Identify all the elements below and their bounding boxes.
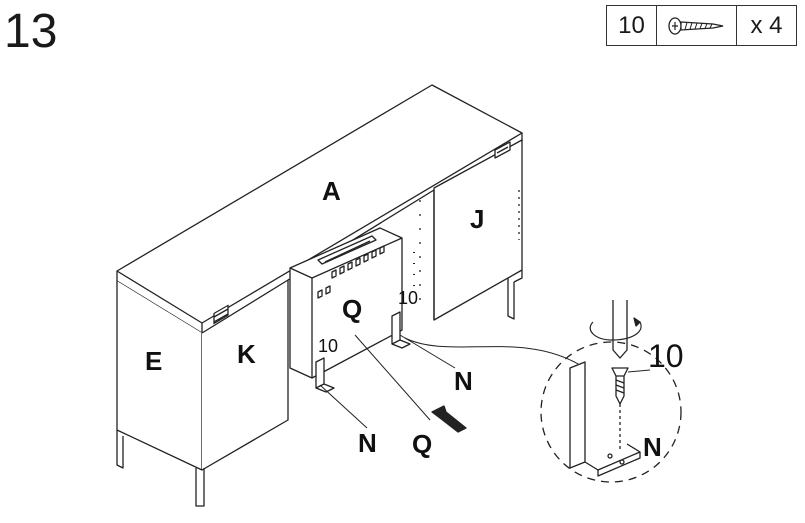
label-screw-detail: 10 (648, 338, 684, 374)
vent-slots (317, 245, 385, 299)
part-id: 10 (607, 6, 657, 45)
quantity: x 4 (750, 11, 783, 39)
label-n-right: N (454, 366, 473, 396)
parts-list: 10 x 4 (606, 5, 797, 46)
left-door (201, 279, 289, 471)
bracket-right (391, 311, 411, 349)
label-j: J (470, 204, 484, 234)
step-number: 13 (4, 5, 58, 58)
label-screw-left: 10 (318, 336, 338, 356)
bracket-left (315, 357, 335, 393)
detail-circle (540, 300, 682, 483)
label-screw-right: 10 (398, 288, 418, 308)
screw-icon (657, 6, 737, 45)
label-n-left: N (358, 428, 377, 458)
label-a: A (322, 176, 341, 206)
center-unit (289, 227, 415, 379)
label-n-detail: N (643, 432, 662, 462)
label-q-upper: Q (342, 294, 362, 324)
label-e: E (145, 346, 162, 376)
label-q-lower: Q (412, 429, 432, 459)
label-k: K (237, 339, 256, 369)
legs (116, 270, 523, 507)
